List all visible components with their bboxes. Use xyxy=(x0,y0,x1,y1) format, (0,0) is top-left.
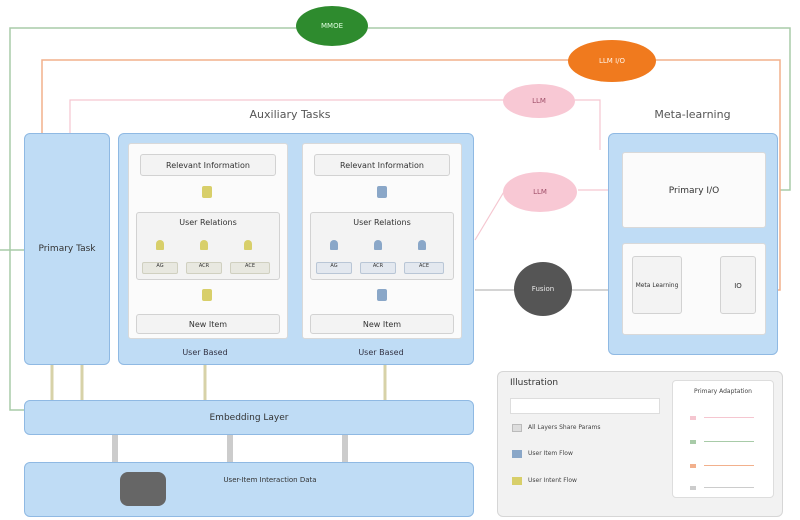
legend-side-panel xyxy=(672,380,774,498)
chip-1-3: ACE xyxy=(230,262,270,274)
database-icon xyxy=(120,472,166,506)
legend-side-marker xyxy=(690,440,696,444)
legend-side-row-2 xyxy=(690,438,760,446)
person-icon xyxy=(156,240,164,250)
relevant-information-box-2: Relevant Information xyxy=(314,154,450,176)
legend-side-marker xyxy=(690,464,696,468)
primary-task-label: Primary Task xyxy=(38,244,96,254)
person-icon xyxy=(418,240,426,250)
chip-1-1: AG xyxy=(142,262,178,274)
chip-1-2: ACR xyxy=(186,262,222,274)
interaction-data-layer xyxy=(24,462,474,517)
top-green-node: MMOE xyxy=(296,6,368,46)
legend-row-3: User Item Flow xyxy=(510,448,660,460)
person-icon xyxy=(330,240,338,250)
gray-fusion-node: Fusion xyxy=(514,262,572,316)
legend-side-row-4 xyxy=(690,484,760,492)
person-icon xyxy=(374,240,382,250)
blue-icon-2 xyxy=(377,289,387,301)
meta-learning-title: Meta-learning xyxy=(654,108,731,121)
primary-io-box: Primary I/O xyxy=(622,152,766,228)
user-based-label-2: User Based xyxy=(358,348,404,357)
meta-inner-right-box: IO xyxy=(720,256,756,314)
legend-side-title: Primary Adaptation xyxy=(694,388,752,395)
yellow-icon-row-1 xyxy=(150,240,270,252)
auxiliary-tasks-title: Auxiliary Tasks xyxy=(249,108,331,121)
chip-2-2: ACR xyxy=(360,262,396,274)
blue-icon-row-2 xyxy=(324,240,444,252)
chip-2-1: AG xyxy=(316,262,352,274)
legend-side-row-3 xyxy=(690,462,760,470)
legend-swatch-4 xyxy=(512,477,522,485)
meta-inner-left-box: Meta Learning xyxy=(632,256,682,314)
legend-side-row-1 xyxy=(690,414,760,422)
blue-icon-1 xyxy=(377,186,387,198)
legend-side-line xyxy=(704,465,754,466)
user-relations-label-2: User Relations xyxy=(353,218,411,227)
legend-row-3-label: User Item Flow xyxy=(528,450,573,457)
embedding-layer: Embedding Layer xyxy=(24,400,474,435)
legend-side-marker xyxy=(690,416,696,420)
user-based-label-1: User Based xyxy=(182,348,228,357)
person-icon xyxy=(244,240,252,250)
legend-swatch-2 xyxy=(512,424,522,432)
legend-side-line xyxy=(704,417,754,418)
relevant-information-box-1: Relevant Information xyxy=(140,154,276,176)
primary-task-panel: Primary Task xyxy=(24,133,110,365)
yellow-icon-1 xyxy=(202,186,212,198)
legend-title: Illustration xyxy=(510,378,559,388)
legend-side-marker xyxy=(690,486,696,490)
legend-row-4-label: User Intent Flow xyxy=(528,477,577,484)
chip-2-3: ACE xyxy=(404,262,444,274)
person-icon xyxy=(200,240,208,250)
new-item-box-1: New Item xyxy=(136,314,280,334)
legend-row-2: All Layers Share Params xyxy=(510,422,660,434)
new-item-box-2: New Item xyxy=(310,314,454,334)
legend-side-line xyxy=(704,441,754,442)
yellow-icon-2 xyxy=(202,289,212,301)
legend-row-1 xyxy=(510,398,660,414)
top-orange-node: LLM I/O xyxy=(568,40,656,82)
legend-row-4: User Intent Flow xyxy=(510,475,660,487)
legend-side-line xyxy=(704,487,754,488)
user-relations-label-1: User Relations xyxy=(179,218,237,227)
legend-row-2-label: All Layers Share Params xyxy=(528,424,601,431)
legend-swatch-3 xyxy=(512,450,522,458)
interaction-data-label: User-Item Interaction Data xyxy=(223,476,317,484)
pink-upper-node: LLM xyxy=(503,84,575,118)
pink-lower-node: LLM xyxy=(503,172,577,212)
